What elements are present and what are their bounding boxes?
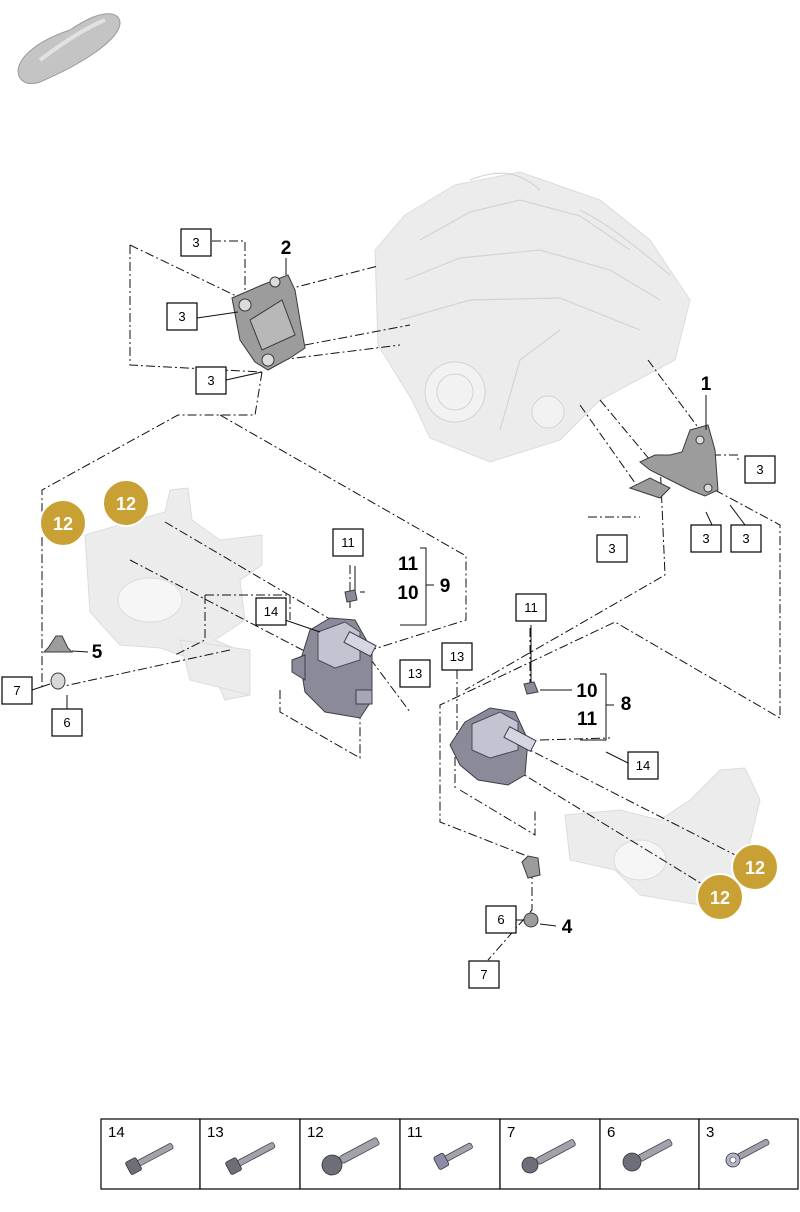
flange-bolt-icon xyxy=(622,1138,673,1172)
fastener-legend: 14 13 12 11 7 6 3 xyxy=(100,1118,799,1190)
legend-number-3: 3 xyxy=(706,1124,714,1141)
part-label-10-left[interactable]: 10 xyxy=(397,583,418,604)
marker-12-b[interactable]: 12 xyxy=(39,499,87,547)
svg-text:11: 11 xyxy=(341,535,355,550)
flange-bolt-icon xyxy=(321,1137,380,1176)
left-subframe-ghost xyxy=(84,487,263,701)
engine-bracket-left xyxy=(231,274,306,371)
part-label-11-left[interactable]: 11 xyxy=(398,554,419,575)
leader-lines xyxy=(31,258,746,927)
callout-11-left[interactable]: 11 xyxy=(332,528,364,557)
callout-3-g[interactable]: 3 xyxy=(596,534,628,563)
svg-text:14: 14 xyxy=(636,758,650,773)
svg-text:3: 3 xyxy=(207,373,214,388)
engine-bracket-right xyxy=(628,424,719,499)
callout-6-right[interactable]: 6 xyxy=(485,905,517,934)
svg-text:3: 3 xyxy=(192,235,199,250)
svg-text:7: 7 xyxy=(480,967,487,982)
legend-number-6: 6 xyxy=(607,1124,615,1141)
svg-text:12: 12 xyxy=(53,514,73,534)
marker-12-c[interactable]: 12 xyxy=(731,843,779,891)
callout-14-left[interactable]: 14 xyxy=(255,597,287,626)
part-label-5[interactable]: 5 xyxy=(92,642,103,663)
part-label-10-right[interactable]: 10 xyxy=(576,681,597,702)
svg-text:3: 3 xyxy=(742,531,749,546)
legend-number-12: 12 xyxy=(307,1124,324,1141)
bolt-icon xyxy=(725,1138,770,1168)
marker-12-d[interactable]: 12 xyxy=(696,873,744,921)
part-label-8[interactable]: 8 xyxy=(621,694,632,715)
car-silhouette-icon xyxy=(17,13,121,84)
svg-text:3: 3 xyxy=(178,309,185,324)
legend-number-11: 11 xyxy=(407,1124,423,1141)
bolt-icon xyxy=(225,1142,276,1175)
callout-14-right[interactable]: 14 xyxy=(627,751,659,780)
legend-number-14: 14 xyxy=(108,1124,125,1141)
part-label-9[interactable]: 9 xyxy=(440,576,451,597)
engine-ghost-image xyxy=(374,171,691,463)
part-label-4[interactable]: 4 xyxy=(562,917,573,938)
legend-number-13: 13 xyxy=(207,1124,224,1141)
part-label-11-right[interactable]: 11 xyxy=(577,709,598,730)
marker-12-a[interactable]: 12 xyxy=(102,479,150,527)
callout-13-left[interactable]: 13 xyxy=(399,659,431,688)
part-label-1[interactable]: 1 xyxy=(701,374,712,395)
bolt-icon xyxy=(125,1143,174,1175)
svg-text:11: 11 xyxy=(524,600,538,615)
callout-7-left[interactable]: 7 xyxy=(1,676,33,705)
svg-text:12: 12 xyxy=(116,494,136,514)
svg-text:13: 13 xyxy=(408,666,422,681)
svg-text:3: 3 xyxy=(702,531,709,546)
callout-3-e[interactable]: 3 xyxy=(690,524,722,553)
legend-number-7: 7 xyxy=(507,1124,515,1141)
svg-text:6: 6 xyxy=(63,715,70,730)
svg-text:12: 12 xyxy=(710,888,730,908)
callout-3-f[interactable]: 3 xyxy=(730,524,762,553)
callout-11-right[interactable]: 11 xyxy=(515,593,547,622)
engine-mount-left xyxy=(291,617,377,719)
callout-3-c[interactable]: 3 xyxy=(195,366,227,395)
svg-text:12: 12 xyxy=(745,858,765,878)
callout-13-right[interactable]: 13 xyxy=(441,642,473,671)
svg-text:3: 3 xyxy=(608,541,615,556)
part-label-2[interactable]: 2 xyxy=(281,238,292,259)
small-hardware xyxy=(42,589,541,928)
callout-6-left[interactable]: 6 xyxy=(51,708,83,737)
callout-7-right[interactable]: 7 xyxy=(468,960,500,989)
right-subframe-ghost xyxy=(564,767,761,906)
callout-3-d[interactable]: 3 xyxy=(744,455,776,484)
flange-bolt-icon xyxy=(521,1139,576,1174)
callout-3-a[interactable]: 3 xyxy=(180,228,212,257)
bolt-icon xyxy=(433,1142,473,1170)
callout-3-b[interactable]: 3 xyxy=(166,302,198,331)
svg-text:14: 14 xyxy=(264,604,278,619)
svg-text:7: 7 xyxy=(13,683,20,698)
svg-text:6: 6 xyxy=(497,912,504,927)
svg-text:3: 3 xyxy=(756,462,763,477)
engine-mount-right xyxy=(449,707,537,786)
svg-text:13: 13 xyxy=(450,649,464,664)
